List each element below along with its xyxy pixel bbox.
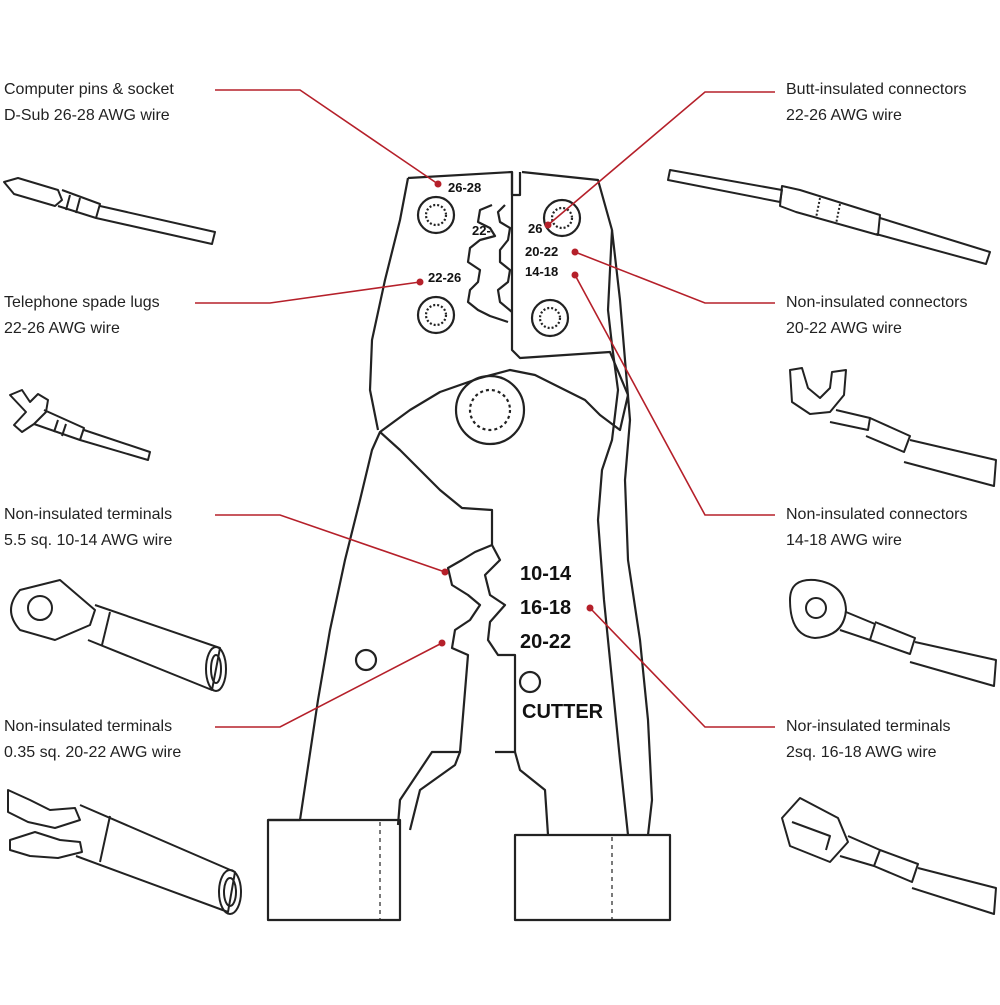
dsub-pin-illustration xyxy=(3,177,216,245)
callout-dsub-line2: D-Sub 26-28 AWG wire xyxy=(4,107,170,124)
crimp-label-10-14: 10-14 xyxy=(520,563,572,585)
callout-conn1418: Non-insulated connectors 14-18 AWG wire xyxy=(786,502,967,554)
fork-terminal-illustration xyxy=(7,789,242,915)
callout-term035: Non-insulated terminals 0.35 sq. 20-22 A… xyxy=(4,714,181,766)
jaw-label-22-26: 22-26 xyxy=(428,270,461,285)
callout-term2sq: Nor-insulated terminals 2sq. 16-18 AWG w… xyxy=(786,714,951,766)
rivet-left xyxy=(354,648,378,672)
callout-conn2022: Non-insulated connectors 20-22 AWG wire xyxy=(786,290,967,342)
quick-disconnect-illustration xyxy=(781,797,997,915)
callout-spade-line1: Telephone spade lugs xyxy=(4,294,160,311)
jaw-label-22: 22- xyxy=(472,223,491,238)
left-grip xyxy=(266,818,402,922)
callout-spade: Telephone spade lugs 22-26 AWG wire xyxy=(4,290,160,342)
screw-hole-1-inner xyxy=(424,203,448,227)
upper-crimp-teeth xyxy=(466,203,509,324)
callout-butt-line2: 22-26 AWG wire xyxy=(786,107,902,124)
crimp-nest-right xyxy=(483,544,517,754)
right-jaw-outline xyxy=(521,170,654,836)
leader-dsub xyxy=(215,89,439,185)
right-jaw-inner xyxy=(596,229,630,836)
left-jaw-face xyxy=(368,177,410,431)
screw-hole-2-inner xyxy=(550,206,574,230)
tool-labels: 26-28 22- 26 20-22 14-18 22-26 10-14 16-… xyxy=(428,180,604,723)
callout-conn1418-line1: Non-insulated connectors xyxy=(786,506,968,523)
cutter-blade xyxy=(513,751,550,836)
leader-conn1418 xyxy=(574,274,775,516)
callout-conn2022-line2: 20-22 AWG wire xyxy=(786,320,902,337)
spade-connector-illustration xyxy=(789,367,997,487)
leader-dot-conn1418 xyxy=(571,271,579,279)
leader-term035 xyxy=(215,642,443,728)
callout-term55-line2: 5.5 sq. 10-14 AWG wire xyxy=(4,532,173,549)
callout-term55: Non-insulated terminals 5.5 sq. 10-14 AW… xyxy=(4,502,172,554)
lower-jaw-outline xyxy=(379,431,494,826)
leader-conn2022 xyxy=(574,251,775,304)
pivot-bolt-inner xyxy=(468,388,512,432)
callout-term035-line1: Non-insulated terminals xyxy=(4,718,173,735)
leader-dots xyxy=(416,180,594,647)
callout-butt-line1: Butt-insulated connectors xyxy=(786,81,967,98)
butt-connector-illustration xyxy=(667,169,991,265)
cutter-label: CUTTER xyxy=(522,701,604,723)
crimp-label-20-22: 20-22 xyxy=(520,631,571,653)
screw-hole-2 xyxy=(542,198,582,238)
leader-dot-term035 xyxy=(438,639,446,647)
callout-conn2022-line1: Non-insulated connectors xyxy=(786,294,968,311)
leader-dot-conn2022 xyxy=(571,248,579,256)
leader-spade xyxy=(195,281,421,304)
callout-term2sq-line1: Nor-insulated terminals xyxy=(786,718,951,735)
leader-dot-term2sq xyxy=(586,604,594,612)
leader-dot-spade xyxy=(416,278,424,286)
upper-crimp-teeth-b xyxy=(496,204,513,313)
ring-connector-illustration xyxy=(789,578,997,687)
leader-dot-term55 xyxy=(441,568,449,576)
callout-term55-line1: Non-insulated terminals xyxy=(4,506,173,523)
leader-lines xyxy=(195,89,775,728)
jaw-label-26-28: 26-28 xyxy=(448,180,481,195)
jaw-label-20-22: 20-22 xyxy=(525,244,558,259)
crimping-tool xyxy=(266,170,672,922)
leader-butt xyxy=(547,91,775,226)
callout-term2sq-line2: 2sq. 16-18 AWG wire xyxy=(786,744,937,761)
cutter-blade-left xyxy=(408,751,462,831)
callout-term035-line2: 0.35 sq. 20-22 AWG wire xyxy=(4,744,182,761)
screw-hole-4-inner xyxy=(538,306,562,330)
crimp-label-16-18: 16-18 xyxy=(520,597,571,619)
jaw-label-26: 26 xyxy=(528,221,542,236)
screw-hole-3 xyxy=(416,295,456,335)
leader-dot-dsub xyxy=(434,180,442,188)
callout-conn1418-line2: 14-18 AWG wire xyxy=(786,532,902,549)
callout-butt: Butt-insulated connectors 22-26 AWG wire xyxy=(786,77,967,129)
screw-hole-4 xyxy=(530,298,570,338)
screw-hole-3-inner xyxy=(424,303,448,327)
callout-dsub-line1: Computer pins & socket xyxy=(4,81,174,98)
jaw-label-14-18: 14-18 xyxy=(525,264,558,279)
left-jaw-outline xyxy=(268,170,630,822)
callout-dsub: Computer pins & socket D-Sub 26-28 AWG w… xyxy=(4,77,174,129)
spade-lug-illustration xyxy=(9,389,151,461)
leader-term55 xyxy=(215,514,446,573)
ring-terminal-illustration xyxy=(10,579,227,692)
leader-dot-butt xyxy=(544,221,552,229)
jaw-slot xyxy=(510,172,522,197)
pivot-bolt xyxy=(454,374,526,446)
leader-term2sq xyxy=(589,607,775,728)
screw-hole-1 xyxy=(416,195,456,235)
right-grip xyxy=(513,833,672,922)
callout-spade-line2: 22-26 AWG wire xyxy=(4,320,120,337)
rivet-right xyxy=(518,670,542,694)
